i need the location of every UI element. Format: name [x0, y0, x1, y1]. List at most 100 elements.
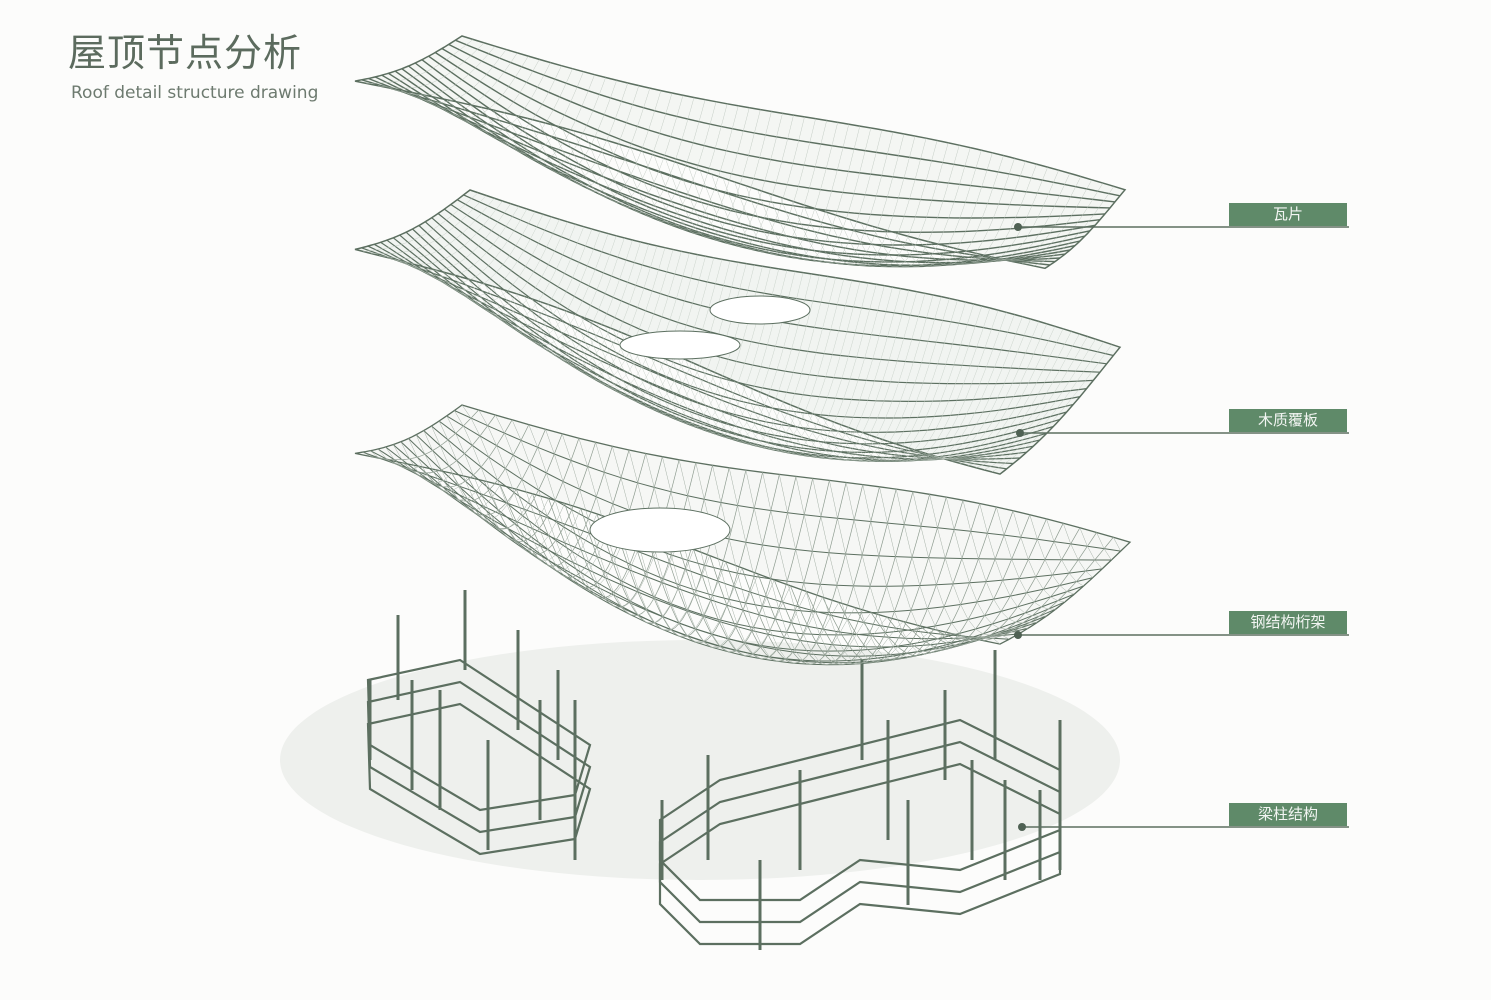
leader-dot	[1018, 823, 1026, 831]
board-hatch	[371, 195, 487, 254]
truss-diagonal	[808, 642, 817, 655]
truss-diagonal	[840, 618, 848, 633]
board-hatch	[604, 259, 723, 411]
truss-diagonal	[884, 657, 893, 661]
board-hatch	[766, 285, 885, 457]
truss-diagonal	[862, 484, 872, 522]
truss-diagonal	[499, 503, 509, 515]
board-hatch	[870, 307, 991, 462]
truss-diagonal	[394, 462, 404, 464]
board-hatch	[725, 278, 844, 451]
truss-diagonal	[703, 615, 713, 635]
truss-diagonal	[417, 456, 427, 473]
truss-diagonal	[1019, 578, 1027, 593]
truss-diagonal	[679, 623, 688, 637]
board-hatch	[596, 257, 714, 407]
board-opening	[619, 330, 741, 360]
truss-diagonal	[402, 466, 412, 470]
tile-hatch	[423, 55, 529, 118]
truss-diagonal	[362, 451, 372, 457]
truss-diagonal	[1077, 559, 1086, 572]
truss-diagonal	[866, 655, 875, 662]
truss-diagonal	[735, 610, 744, 627]
truss-diagonal	[588, 587, 598, 597]
callout-label-steel-truss: 钢结构桁架	[1229, 611, 1347, 634]
truss-diagonal	[848, 634, 857, 647]
steel-truss-layer	[354, 404, 1132, 666]
truss-diagonal	[1002, 635, 1010, 640]
board-hatch	[862, 305, 983, 462]
tile-hatch	[998, 176, 1081, 261]
truss-diagonal	[743, 630, 752, 643]
truss-diagonal	[537, 447, 547, 474]
board-hatch	[451, 221, 568, 316]
board-hatch	[499, 235, 617, 351]
truss-diagonal	[792, 640, 801, 653]
truss-diagonal	[818, 660, 827, 666]
truss-diagonal	[686, 628, 696, 636]
board-hatch	[951, 331, 1072, 462]
truss-diagonal	[456, 460, 466, 482]
truss-diagonal	[945, 558, 954, 584]
tile-hatch	[446, 62, 551, 133]
truss-diagonal	[506, 527, 516, 542]
truss-diagonal	[964, 640, 973, 645]
truss-diagonal	[621, 580, 631, 602]
truss-diagonal	[463, 425, 473, 446]
truss-diagonal	[679, 635, 688, 637]
truss-diagonal	[562, 481, 572, 510]
truss-diagonal	[528, 424, 538, 448]
truss-diagonal	[798, 591, 807, 608]
truss-diagonal	[996, 506, 1005, 536]
tile-hatch	[596, 97, 695, 213]
truss-diagonal	[411, 466, 420, 470]
board-hatch	[483, 231, 601, 340]
truss-diagonal	[555, 540, 565, 562]
truss-diagonal	[745, 470, 755, 509]
truss-diagonal	[654, 596, 664, 617]
truss-diagonal	[572, 576, 582, 588]
truss-diagonal	[823, 615, 832, 630]
truss-diagonal	[461, 404, 472, 419]
truss-diagonal	[939, 642, 947, 649]
truss-diagonal	[570, 460, 580, 490]
truss-diagonal	[851, 660, 860, 664]
tile-hatch	[366, 39, 474, 84]
truss-diagonal	[853, 585, 862, 613]
board-hatch	[717, 277, 836, 449]
truss-diagonal	[890, 646, 899, 655]
board-hatch	[637, 264, 755, 424]
board-hatch	[886, 312, 1007, 461]
truss-diagonal	[767, 618, 776, 635]
truss-diagonal	[498, 510, 508, 529]
truss-diagonal	[1008, 618, 1016, 623]
board-hatch	[467, 226, 584, 328]
truss-diagonal	[678, 610, 687, 624]
truss-diagonal	[793, 660, 802, 664]
callout-label-tiles: 瓦片	[1229, 203, 1347, 226]
truss-diagonal	[370, 450, 379, 459]
truss-diagonal	[913, 638, 922, 647]
truss-diagonal	[695, 629, 705, 642]
truss-diagonal	[810, 650, 820, 662]
board-hatch	[532, 243, 649, 372]
truss-diagonal	[736, 624, 746, 643]
truss-diagonal	[775, 602, 784, 620]
truss-diagonal	[507, 521, 517, 529]
truss-diagonal	[911, 557, 921, 586]
truss-diagonal	[512, 454, 523, 480]
truss-diagonal	[1070, 543, 1079, 560]
tile-hatch	[1010, 179, 1092, 262]
truss-diagonal	[777, 659, 786, 662]
board-hatch	[379, 198, 495, 259]
truss-diagonal	[811, 611, 820, 635]
board-hatch	[935, 326, 1056, 460]
truss-diagonal	[931, 647, 940, 653]
truss-diagonal	[556, 569, 565, 571]
tile-hatch	[814, 133, 905, 266]
truss-diagonal	[483, 497, 493, 507]
truss-diagonal	[532, 545, 541, 551]
truss-diagonal	[424, 454, 434, 473]
tile-hatch	[722, 118, 816, 253]
truss-diagonal	[427, 469, 436, 476]
